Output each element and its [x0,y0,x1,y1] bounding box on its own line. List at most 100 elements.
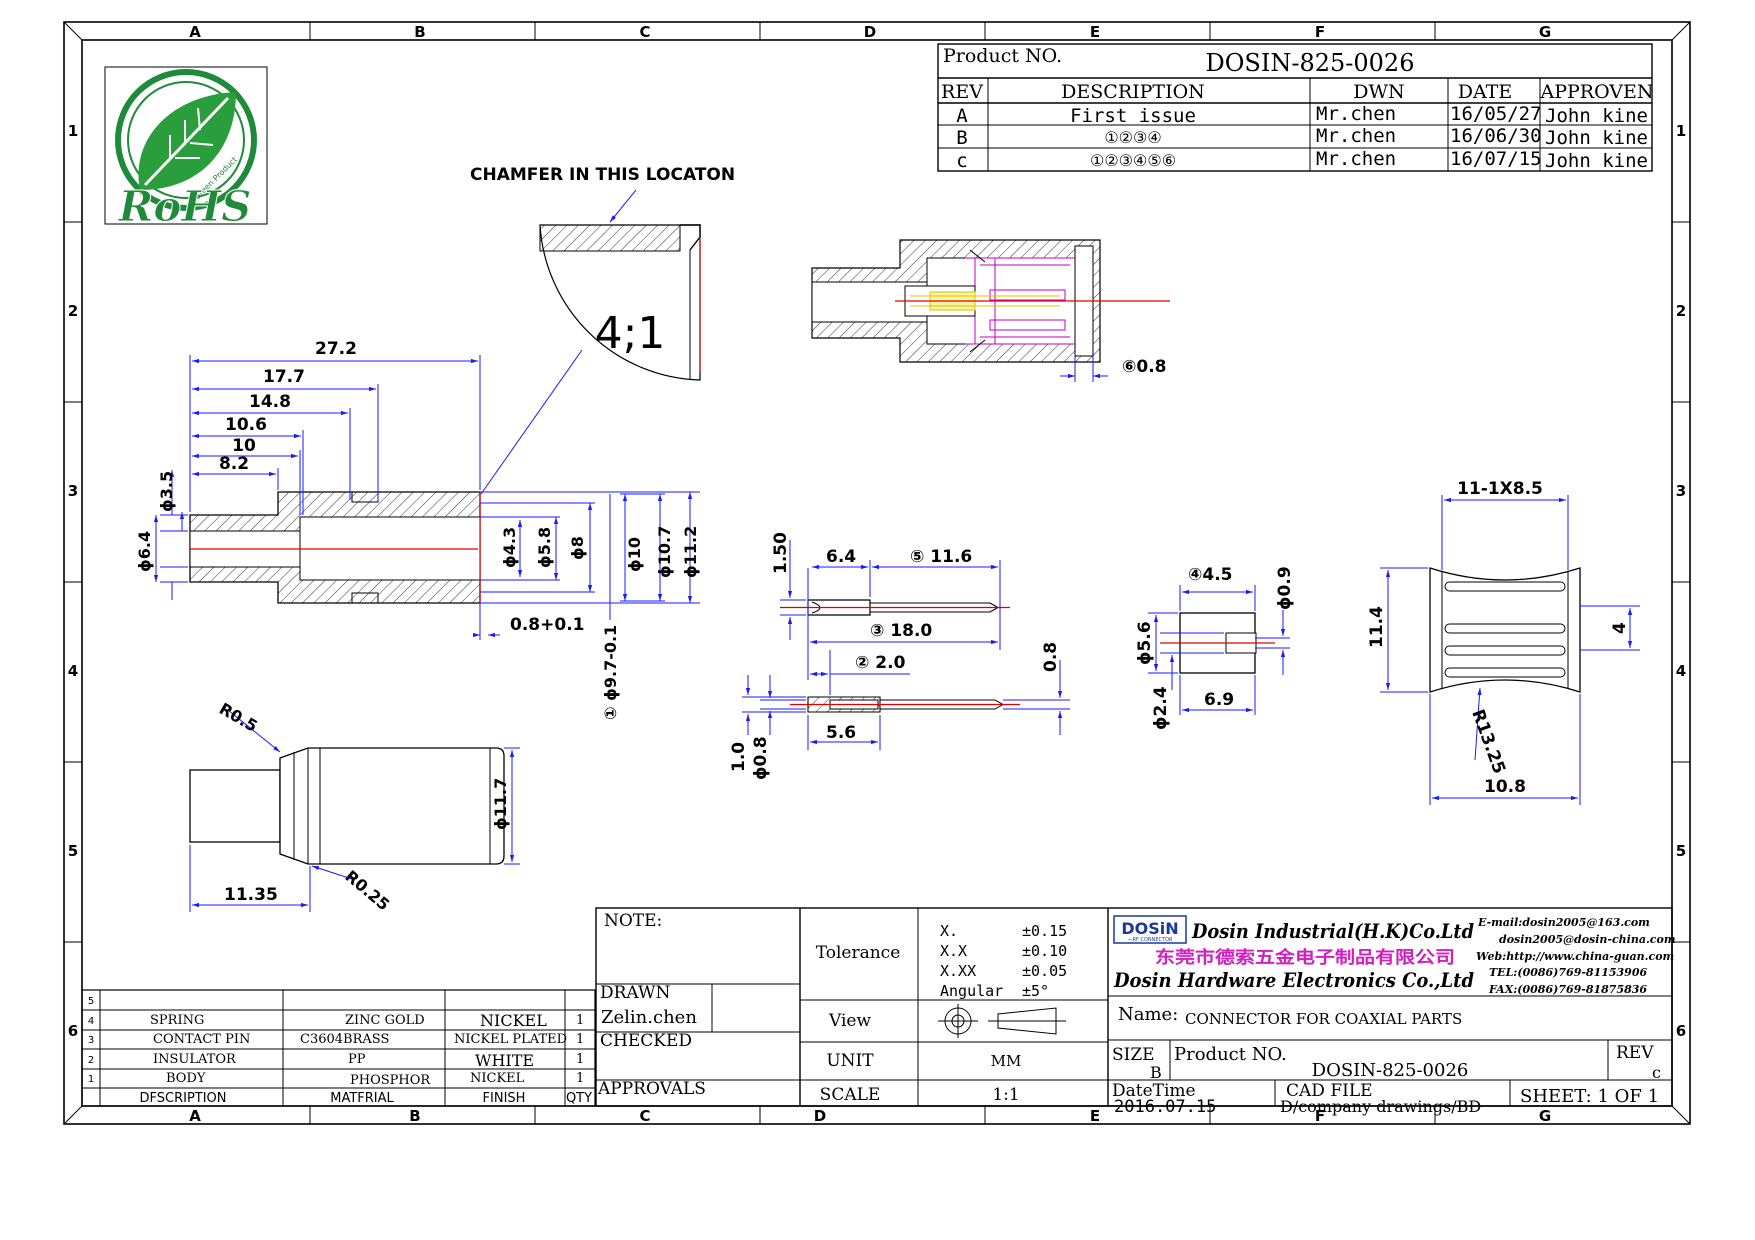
row-label-3-right: 3 [1676,482,1686,500]
bom-row-3-qty: 1 [576,1032,584,1047]
bom-row-2-qty: 1 [576,1052,584,1067]
row-label-2-right: 2 [1676,302,1686,320]
dim-r0-5: R0.5 [216,699,261,736]
rev-row-c-date: 16/07/15 [1450,148,1542,170]
rev-row-c-dwn: Mr.chen [1316,148,1396,170]
spring-view: 11-1X8.5 11.4 4 R13.25 10.8 [1367,479,1640,805]
dim-pin-6-4: 6.4 [826,547,856,567]
scale-value: 1:1 [992,1085,1019,1105]
bom-header-finish: FINISH [483,1091,526,1106]
col-label-g-top: G [1539,23,1551,41]
col-label-e-bottom: E [1090,1107,1100,1125]
bom-row-4-qty: 1 [576,1013,584,1028]
dim-phi-11-7: ϕ11.7 [491,778,510,830]
rohs-text: RoHS [118,182,252,231]
projection-symbol-icon [938,1004,1066,1038]
row-label-1-right: 1 [1676,122,1686,140]
dim-phi-5-8: ϕ5.8 [535,527,554,568]
dim-14-8: 14.8 [249,392,291,412]
col-label-c-top: C [639,23,650,41]
dim-pin-11-6: ⑤ 11.6 [910,547,972,567]
name-value: CONNECTOR FOR COAXIAL PARTS [1185,1010,1462,1028]
rev-row-b-date: 16/06/30 [1450,125,1542,147]
revision-block: Product NO. DOSIN-825-0026 REV DESCRIPTI… [937,43,1654,172]
dim-spring-11-4: 11.4 [1367,606,1387,648]
checked-label: CHECKED [600,1031,692,1051]
rev-row-b-dwn: Mr.chen [1316,125,1396,147]
rev-row-c-rev: c [956,150,967,172]
dim-phi-8: ϕ8 [568,536,587,560]
dim-pin-18-0: ③ 18.0 [870,621,932,641]
company-name-en: Dosin Hardware Electronics Co.,Ltd [1113,968,1474,992]
tol-angular-value: ±5° [1022,982,1049,1000]
chamfer-note: CHAMFER IN THIS LOCATON [470,165,735,185]
dim-10-6: 10.6 [225,415,267,435]
dim-0-8-tol: 0.8+0.1 [510,615,584,635]
company-logo-text: DOSiN [1121,919,1178,938]
tol-xx-value: ±0.10 [1022,942,1067,960]
tb-product-no-label: Product NO. [1174,1044,1287,1065]
dim-spring-r13-25: R13.25 [1467,707,1509,777]
rev-header-description: DESCRIPTION [1061,81,1205,103]
rev-header-dwn: DWN [1353,81,1404,103]
name-label: Name: [1118,1004,1178,1025]
dim-ins-phi-0-9: ϕ0.9 [1275,566,1295,610]
row-label-1-left: 1 [68,122,78,140]
dim-phi-6-4: ϕ6.4 [135,531,154,572]
chamfer-detail-view: CHAMFER IN THIS LOCATON 4;1 [470,165,735,495]
bom-row-1-no: 1 [88,1074,94,1085]
bom-header-mat: MATFRIAL [330,1091,394,1106]
rev-product-no-label: Product NO. [943,45,1062,67]
company-name-hk: Dosin Industrial(H.K)Co.Ltd [1191,919,1474,943]
row-label-2-left: 2 [68,302,78,320]
bom-row-3-desc: CONTACT PIN [153,1032,250,1047]
bom-header-qty: QTY [566,1091,592,1106]
tol-xx-label: X.X [940,942,967,960]
row-label-5-left: 5 [68,842,78,860]
dim-pin-1-0: 1.0 [729,742,749,772]
col-label-d-top: D [864,23,876,41]
row-label-4-right: 4 [1676,662,1686,680]
col-label-f-bottom: F [1315,1107,1325,1125]
size-value: B [1150,1063,1162,1082]
contact-pin-views: 1.50 6.4 ⑤ 11.6 ③ 18.0 ② 2.0 0.8 5.6 1.0… [729,532,1070,780]
bom-row-3-finish: NICKEL PLATED [454,1032,567,1047]
rohs-logo: Green Product RoHS [104,66,268,232]
dim-phi-4-3: ϕ4.3 [500,527,519,568]
dim-17-7: 17.7 [263,367,305,387]
row-label-5-right: 5 [1676,842,1686,860]
scale-label: SCALE [820,1085,881,1105]
rev-row-a-date: 16/05/27 [1450,103,1542,125]
col-label-b-bottom: B [409,1107,420,1125]
size-label: SIZE [1112,1045,1155,1065]
bom-row-4-no: 4 [88,1016,94,1027]
bom-row-2-no: 2 [88,1055,94,1066]
bom-row-2-desc: INSULATOR [153,1052,237,1067]
company-email-1: E-mail:dosin2005@163.com [1477,916,1650,929]
dim-r0-25: R0.25 [341,867,393,915]
dim-spring-4: 4 [1610,622,1630,634]
col-label-d-bottom: D [814,1107,826,1125]
dim-pin-phi-0-8: ϕ0.8 [751,736,771,780]
dim-pin-0-8: 0.8 [1041,642,1061,672]
bom-table: 5 4 3 2 1 SPRING ZINC GOLD NICKEL 1 CONT… [81,989,596,1107]
dim-27-2: 27.2 [315,339,357,359]
col-label-e-top: E [1090,23,1100,41]
title-block: NOTE: DRAWN Zelin.chen CHECKED APPROVALS… [595,907,1675,1117]
row-label-3-left: 3 [68,482,78,500]
dim-phi-3-5: ϕ3.5 [157,471,176,512]
dim-ins-6-9: 6.9 [1204,690,1234,710]
body-section-view: 27.2 17.7 14.8 10.6 10 8.2 ϕ3.5 ϕ6.4 [135,339,700,720]
tb-product-no: DOSIN-825-0026 [1312,1060,1469,1081]
company-web: Web:http://www.china-guan.com [1476,950,1674,963]
dim-spring-11x8-5: 11-1X8.5 [1457,479,1543,499]
bom-row-4-desc: SPRING [150,1013,204,1028]
dim-section-0-8: ⑥0.8 [1122,357,1167,377]
bom-row-1-desc: BODY [166,1071,206,1086]
drawn-label: DRAWN [600,983,670,1003]
rev-header-approven: APPROVEN [1539,81,1653,103]
assembly-section-view: ⑥0.8 [811,239,1170,382]
dim-spring-10-8: 10.8 [1484,777,1526,797]
bom-row-1-finish: NICKEL [470,1071,525,1086]
